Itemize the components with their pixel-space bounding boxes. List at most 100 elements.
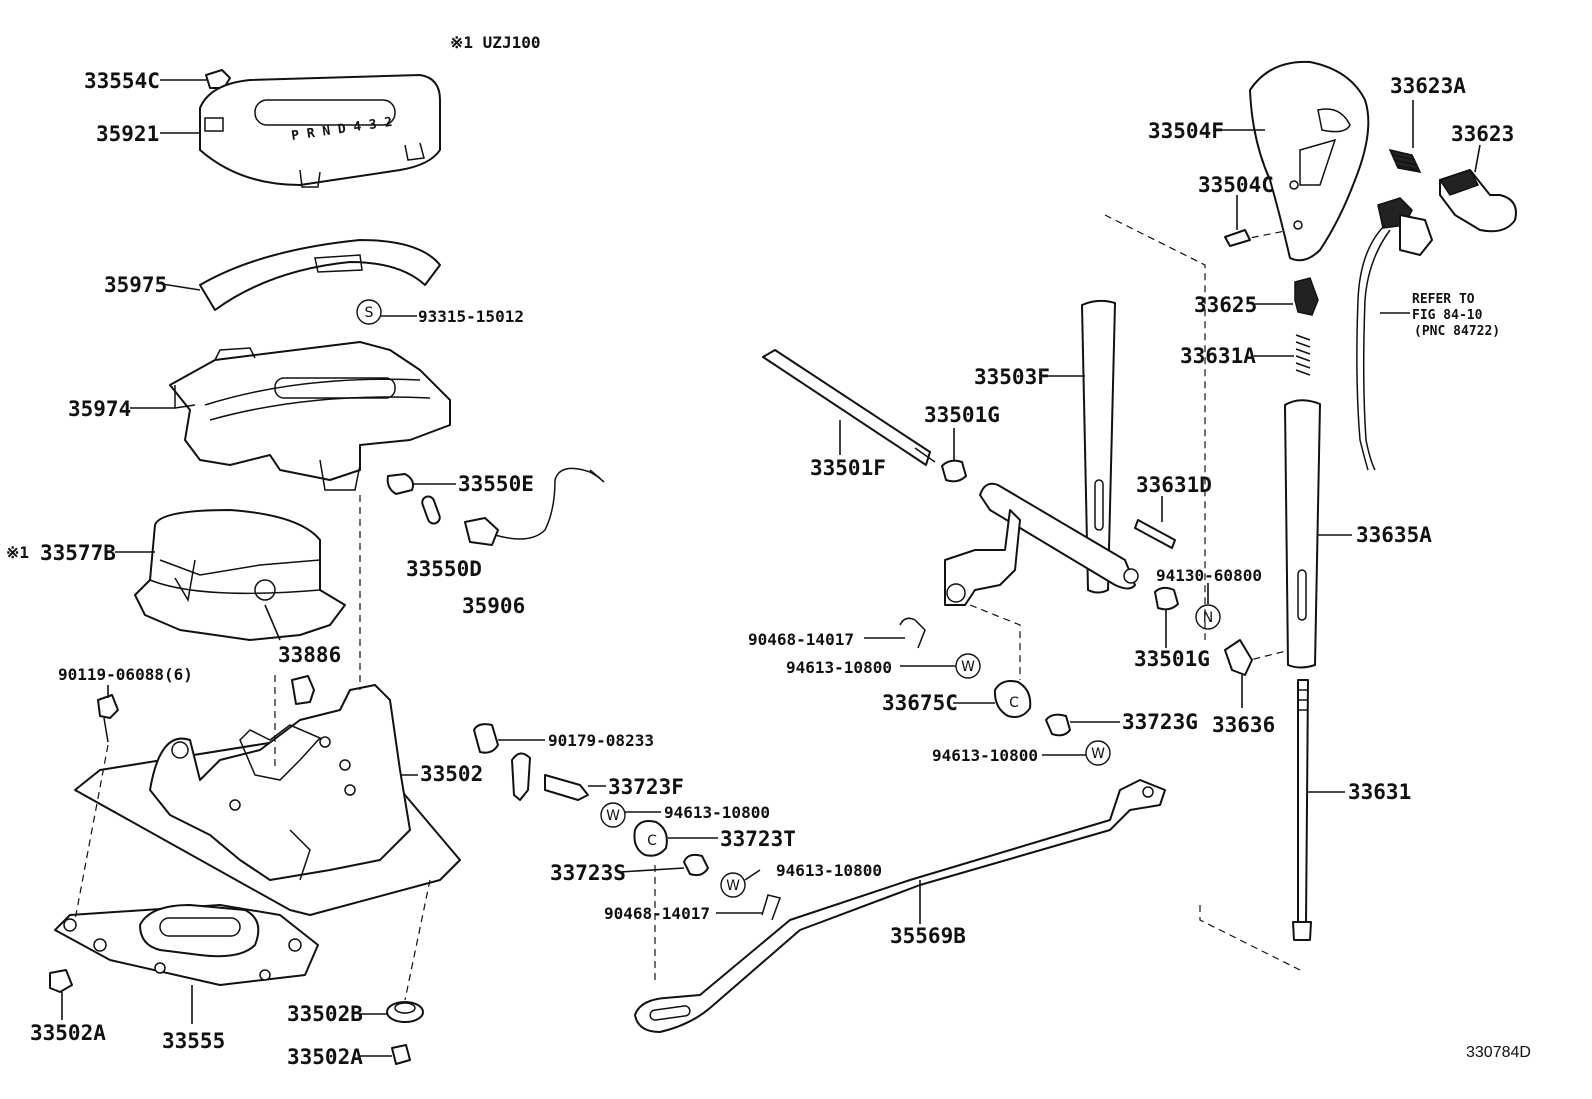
label-33636: 33636 — [1212, 713, 1275, 737]
label-35906: 35906 — [462, 594, 525, 618]
part-33502a-nut-left — [49, 969, 73, 993]
label-33502b: 33502B — [287, 1002, 363, 1026]
symbol-w-washer-b: W — [720, 872, 746, 898]
label-94130-60800: 94130-60800 — [1156, 566, 1262, 585]
symbol-s-text: S — [365, 305, 374, 321]
refer-line-2: FIG 84-10 — [1412, 308, 1483, 323]
part-90468-clip-a — [899, 617, 926, 649]
label-35974: 35974 — [68, 397, 131, 421]
part-90119-bolt — [97, 694, 119, 743]
symbol-c-text: C — [647, 833, 657, 849]
label-33502a-left: 33502A — [30, 1021, 106, 1045]
part-33501f-rod — [762, 349, 936, 466]
label-33550d: 33550D — [406, 557, 482, 581]
label-note-marker: ※1 — [6, 543, 29, 562]
part-35974-housing — [169, 341, 451, 491]
part-33723f-pin — [544, 774, 589, 801]
part-35975-slide-plate — [199, 239, 441, 311]
label-33503f: 33503F — [974, 365, 1050, 389]
label-33504c: 33504C — [1198, 173, 1274, 197]
label-33554c: 33554C — [84, 69, 160, 93]
label-35921: 35921 — [96, 122, 159, 146]
part-33631-push-rod — [1292, 679, 1312, 941]
label-33623a: 33623A — [1390, 74, 1466, 98]
label-90468-14017-b: 90468-14017 — [604, 904, 710, 923]
part-33504f-shift-knob — [1249, 60, 1370, 262]
part-90179-bushing — [473, 723, 499, 754]
part-33723g-collar — [1045, 713, 1071, 737]
part-35921-indicator-cover: P R N D 4 3 2 — [199, 74, 441, 188]
part-33635a-lever-tube — [1284, 399, 1321, 669]
figure-id: 330784D — [1466, 1044, 1531, 1061]
label-90179-08233: 90179-08233 — [548, 731, 654, 750]
label-group: ※1 UZJ100 33554C 35921 35975 93315-15012… — [6, 33, 1531, 1069]
symbol-w-text: W — [961, 659, 975, 675]
part-33503f-shift-lever — [944, 299, 1139, 606]
label-33635a: 33635A — [1356, 523, 1432, 547]
label-90468-14017-a: 90468-14017 — [748, 630, 854, 649]
symbol-w-text: W — [726, 878, 740, 894]
part-overdrive-switch — [1356, 197, 1433, 471]
symbol-w-washer-d: W — [1085, 740, 1111, 766]
part-33625-lock — [1294, 277, 1319, 316]
label-90119-06088: 90119-06088(6) — [58, 665, 193, 684]
label-33501f: 33501F — [810, 456, 886, 480]
refer-line-1: REFER TO — [1412, 292, 1475, 307]
symbol-c-text-2: C — [1009, 695, 1019, 711]
symbol-w-washer-c: W — [955, 653, 981, 679]
label-94613-10800-a: 94613-10800 — [664, 803, 770, 822]
label-33723t: 33723T — [720, 827, 796, 851]
label-33501g-top: 33501G — [924, 403, 1000, 427]
refer-line-3: (PNC 84722) — [1414, 324, 1500, 339]
label-33723f: 33723F — [608, 775, 684, 799]
part-lever-arm — [511, 752, 531, 801]
label-33623: 33623 — [1451, 122, 1514, 146]
symbol-n-text: N — [1203, 610, 1213, 626]
part-33550e-socket — [386, 473, 415, 495]
part-33723s-collar — [683, 853, 709, 877]
part-33623a-spring — [1388, 148, 1422, 173]
label-93315-15012: 93315-15012 — [418, 307, 524, 326]
part-33675c-bushing: C — [993, 680, 1032, 718]
label-33577b: 33577B — [40, 541, 116, 565]
label-33625: 33625 — [1194, 293, 1257, 317]
label-94613-10800-c: 94613-10800 — [786, 658, 892, 677]
symbol-w-text: W — [1091, 746, 1105, 762]
part-33501g-bushing-top — [941, 459, 967, 483]
label-35975: 35975 — [104, 273, 167, 297]
label-94613-10800-b: 94613-10800 — [776, 861, 882, 880]
symbol-w-washer-a: W — [600, 802, 626, 828]
part-33623-button — [1438, 169, 1517, 233]
label-33502: 33502 — [420, 762, 483, 786]
part-33504c-screw — [1224, 229, 1251, 247]
label-33550e: 33550E — [458, 472, 534, 496]
part-35906-switch — [464, 467, 605, 546]
part-33501g-bushing-lower — [1154, 586, 1179, 611]
part-33631a-spring — [1295, 334, 1311, 376]
label-33631a: 33631A — [1180, 344, 1256, 368]
label-94613-10800-d: 94613-10800 — [932, 746, 1038, 765]
label-33502a-right: 33502A — [287, 1045, 363, 1069]
label-33886: 33886 — [278, 643, 341, 667]
symbol-s-screw: S — [356, 299, 382, 325]
label-35569b: 35569B — [890, 924, 966, 948]
label-33723s: 33723S — [550, 861, 626, 885]
part-33886-clip — [291, 675, 315, 705]
part-33554c-clip — [205, 69, 231, 89]
symbol-w-text: W — [606, 808, 620, 824]
part-90468-clip-b — [761, 894, 781, 921]
label-33675c: 33675C — [882, 691, 958, 715]
part-33723t-bushing: C — [633, 820, 668, 857]
label-33501g-lower: 33501G — [1134, 647, 1210, 671]
part-33555-boot-plate — [54, 904, 319, 986]
part-33502a-nut-right — [391, 1044, 411, 1065]
label-33723g: 33723G — [1122, 710, 1198, 734]
label-33504f: 33504F — [1148, 119, 1224, 143]
symbol-n-nut: N — [1195, 604, 1221, 630]
part-33502-base-bracket — [74, 684, 461, 916]
part-33502b-grommet — [386, 1001, 424, 1023]
label-33631: 33631 — [1348, 780, 1411, 804]
label-33631d: 33631D — [1136, 473, 1212, 497]
